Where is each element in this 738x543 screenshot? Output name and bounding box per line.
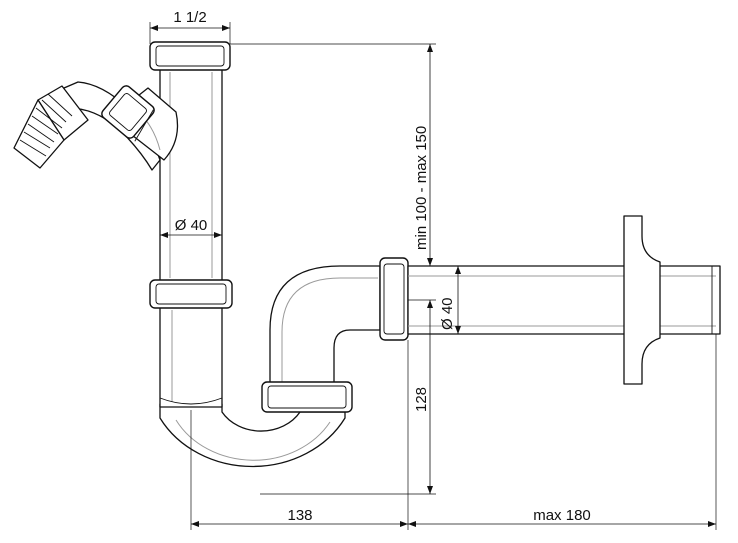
elbow-lower-nut bbox=[261, 381, 353, 413]
middle-nut bbox=[149, 279, 233, 309]
outlet-elbow bbox=[269, 265, 381, 385]
dimension-trap-width: 138 bbox=[190, 340, 409, 530]
dimension-outlet-diameter: Ø 40 bbox=[439, 266, 461, 334]
label-height-range: min 100 - max 150 bbox=[413, 126, 430, 250]
lower-tailpipe bbox=[159, 304, 223, 408]
label-pipe-diameter: Ø 40 bbox=[175, 217, 208, 234]
hose-nozzle bbox=[13, 85, 89, 169]
label-wall-length: max 180 bbox=[533, 507, 591, 524]
elbow-outlet-nut bbox=[379, 257, 409, 341]
u-bend bbox=[159, 403, 346, 468]
upper-tailpipe bbox=[159, 67, 223, 283]
dimension-wall-length: max 180 bbox=[408, 334, 717, 530]
dimension-top-thread: 1 1/2 bbox=[149, 9, 231, 44]
dimension-trap-height: 128 bbox=[260, 299, 436, 495]
label-trap-height: 128 bbox=[413, 387, 430, 412]
dimension-height-range: min 100 - max 150 bbox=[230, 43, 436, 267]
wall-rosette bbox=[623, 215, 661, 385]
outlet-pipe bbox=[407, 265, 721, 335]
label-outlet-diameter: Ø 40 bbox=[439, 297, 456, 330]
branch-nut bbox=[101, 85, 155, 142]
label-top-thread: 1 1/2 bbox=[173, 9, 206, 26]
dimension-pipe-diameter: Ø 40 bbox=[160, 217, 222, 238]
label-trap-width: 138 bbox=[287, 507, 312, 524]
top-nut bbox=[149, 41, 231, 71]
